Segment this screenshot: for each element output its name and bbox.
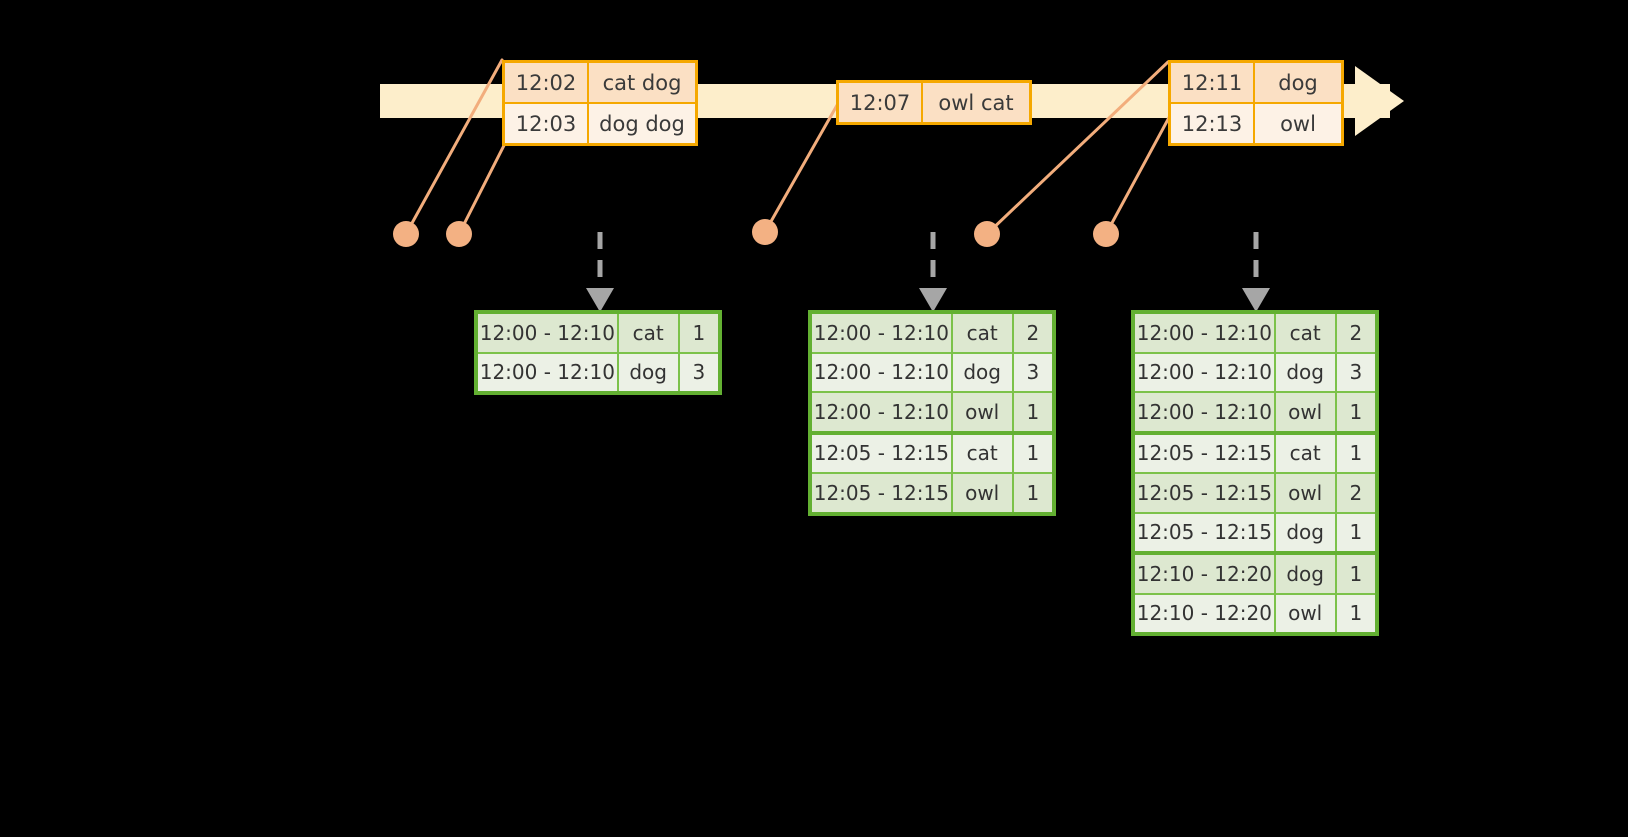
dot-4 (974, 221, 1000, 247)
event-row: 12:11 dog (1171, 63, 1341, 102)
dot-1 (393, 221, 419, 247)
cell-window: 12:05 - 12:15 (1135, 513, 1276, 551)
dot-2 (446, 221, 472, 247)
event-box-group-3: 12:11 dog 12:13 owl (1168, 60, 1344, 146)
cell-word: dog (1275, 353, 1337, 391)
event-time: 12:07 (839, 83, 923, 122)
connector-line-4 (985, 60, 1170, 236)
cell-window: 12:00 - 12:10 (1135, 393, 1276, 431)
cell-window: 12:00 - 12:10 (478, 353, 619, 391)
cell-word: owl (1275, 474, 1337, 512)
cell-count: 3 (1336, 353, 1375, 391)
cell-window: 12:00 - 12:10 (812, 353, 953, 391)
dot-3 (752, 219, 778, 245)
event-row: 12:13 owl (1171, 102, 1341, 143)
cell-window: 12:00 - 12:10 (1135, 314, 1276, 352)
event-time: 12:02 (505, 63, 589, 102)
cell-window: 12:00 - 12:10 (1135, 353, 1276, 391)
cell-count: 1 (1336, 555, 1375, 593)
connector-line-1 (404, 58, 504, 236)
cell-window: 12:05 - 12:15 (1135, 434, 1276, 472)
emit-arrow-2 (919, 232, 947, 312)
cell-word: owl (952, 393, 1014, 431)
cell-window: 12:00 - 12:10 (478, 314, 619, 352)
cell-word: owl (952, 474, 1014, 512)
cell-count: 2 (1013, 314, 1052, 352)
event-row: 12:03 dog dog (505, 102, 695, 143)
event-time: 12:03 (505, 104, 589, 143)
cell-window: 12:10 - 12:20 (1135, 594, 1276, 632)
connector-line-3 (763, 98, 842, 234)
cell-word: cat (1275, 434, 1337, 472)
event-box-group-2: 12:07 owl cat (836, 80, 1032, 125)
cell-count: 2 (1336, 474, 1375, 512)
cell-count: 2 (1336, 314, 1375, 352)
cell-count: 1 (1336, 513, 1375, 551)
cell-count: 1 (1013, 474, 1052, 512)
event-box-group-1: 12:02 cat dog 12:03 dog dog (502, 60, 698, 146)
cell-window: 12:10 - 12:20 (1135, 555, 1276, 593)
cell-window: 12:05 - 12:15 (812, 474, 953, 512)
cell-window: 12:05 - 12:15 (812, 434, 953, 472)
cell-count: 3 (679, 353, 718, 391)
event-words: dog (1255, 63, 1341, 102)
cell-count: 1 (679, 314, 718, 352)
dot-5 (1093, 221, 1119, 247)
cell-count: 3 (1013, 353, 1052, 391)
emit-arrow-3 (1242, 232, 1270, 312)
cell-word: cat (952, 434, 1014, 472)
cell-count: 1 (1013, 393, 1052, 431)
event-words: owl (1255, 104, 1341, 143)
cell-count: 1 (1336, 434, 1375, 472)
event-words: dog dog (589, 104, 695, 143)
emit-arrows (586, 232, 1270, 312)
emit-arrow-1 (586, 232, 614, 312)
connector-line-5 (1104, 110, 1174, 236)
cell-word: cat (952, 314, 1014, 352)
cell-count: 1 (1336, 393, 1375, 431)
cell-word: dog (1275, 555, 1337, 593)
cell-word: dog (952, 353, 1014, 391)
event-time: 12:11 (1171, 63, 1255, 102)
cell-word: dog (618, 353, 680, 391)
event-row: 12:07 owl cat (839, 83, 1029, 122)
cell-window: 12:05 - 12:15 (1135, 474, 1276, 512)
cell-window: 12:00 - 12:10 (812, 314, 953, 352)
cell-word: dog (1275, 513, 1337, 551)
cell-word: owl (1275, 594, 1337, 632)
cell-word: cat (1275, 314, 1337, 352)
cell-word: cat (618, 314, 680, 352)
event-words: cat dog (589, 63, 695, 102)
event-words: owl cat (923, 83, 1029, 122)
cell-count: 1 (1013, 434, 1052, 472)
cell-word: owl (1275, 393, 1337, 431)
event-row: 12:02 cat dog (505, 63, 695, 102)
cell-count: 1 (1336, 594, 1375, 632)
event-marker-dots (393, 219, 1119, 247)
event-time: 12:13 (1171, 104, 1255, 143)
cell-window: 12:00 - 12:10 (812, 393, 953, 431)
